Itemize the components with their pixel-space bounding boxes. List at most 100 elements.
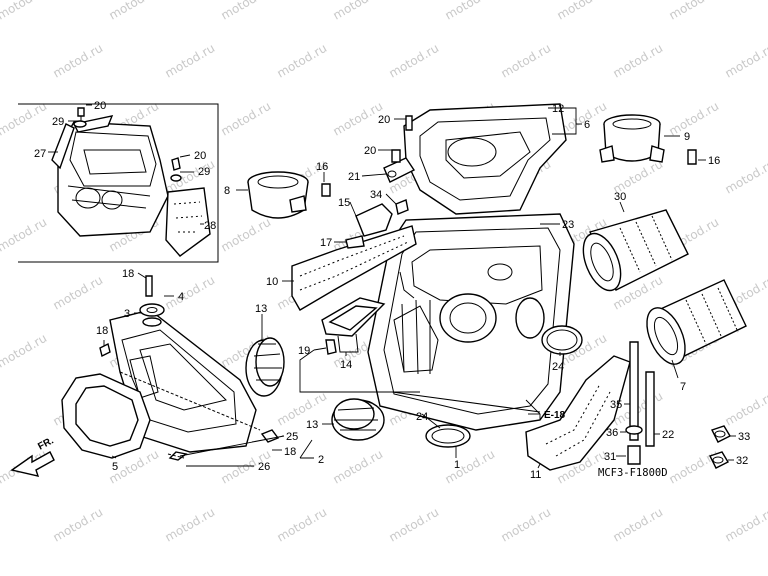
section-ref-label: E-18 [544,410,566,421]
watermark-text-19: motod.ru [443,0,498,23]
callout-c26: 26 [258,461,270,473]
watermark-text-33: motod.ru [331,99,386,139]
bracket-21-15 [345,157,416,249]
callout-c9: 9 [684,131,690,143]
callout-c12: 12 [552,103,564,115]
watermark-text-17: motod.ru [219,0,274,23]
callout-c15: 15 [338,197,350,209]
watermark-text-23: motod.ru [51,41,106,81]
bolt-18-mid [99,342,111,358]
leader-lines [48,104,736,469]
callout-c10: 10 [266,276,278,288]
watermark-text-47: motod.ru [219,215,274,255]
plug-31 [627,445,641,465]
callout-c29b: 29 [198,166,210,178]
watermark-text-83: motod.ru [51,505,106,545]
callout-c20b: 20 [194,150,206,162]
watermark-text-70: motod.ru [275,389,330,429]
callout-c18a: 18 [122,268,134,280]
filter-30 [582,209,689,292]
watermark-text-27: motod.ru [499,41,554,81]
callout-c24b: 24 [416,411,428,423]
watermark-text-44: motod.ru [723,157,768,197]
callout-c32: 32 [736,455,748,467]
callout-c5: 5 [112,461,118,473]
callout-c35: 35 [610,399,622,411]
grommet-4 [139,303,165,317]
watermark-text-30: motod.ru [0,99,49,139]
watermark-text-28: motod.ru [611,41,666,81]
bolt-19 [325,339,337,355]
watermark-text-79: motod.ru [443,447,498,487]
duct-11 [525,355,631,471]
callout-c8: 8 [224,185,230,197]
callout-c16a: 16 [316,161,328,173]
bolt-16-right [687,149,697,165]
watermark-text-32: motod.ru [219,99,274,139]
watermark-text-88: motod.ru [611,505,666,545]
callout-c13b: 13 [306,419,318,431]
watermark-text-60: motod.ru [0,331,49,371]
upper-housing-with-element [403,103,567,215]
tubes-35-22 [625,341,655,465]
watermark-text-89: motod.ru [723,505,768,545]
watermark-text-85: motod.ru [275,505,330,545]
callout-c30: 30 [614,191,626,203]
tube-13-upper [245,337,285,397]
callout-c23: 23 [562,219,574,231]
gasket-24 [425,325,583,448]
callout-c16b: 16 [708,155,720,167]
watermark-text-21: motod.ru [667,0,722,23]
callout-c17: 17 [320,237,332,249]
clamp-14 [321,297,386,353]
callout-c27: 27 [34,148,46,160]
callout-c11: 11 [530,469,541,481]
callout-c19: 19 [298,345,310,357]
inset-side-strip [51,123,75,170]
watermark-text-45: motod.ru [0,215,49,255]
callout-c25: 25 [286,431,298,443]
watermark-text-20: motod.ru [555,0,610,23]
callout-c20c: 20 [378,114,390,126]
callout-c18b: 18 [96,325,108,337]
callout-c4: 4 [178,291,184,303]
air-cleaner-case [367,213,575,431]
inset-air-cleaner-cover [51,115,169,237]
watermark-text-86: motod.ru [387,505,442,545]
watermark-text-74: motod.ru [723,389,768,429]
watermark-text-16: motod.ru [107,0,162,23]
callout-c14: 14 [340,359,352,371]
joint-9 [599,114,665,163]
callout-c36: 36 [606,427,618,439]
inset-frame [18,103,219,263]
inset-bolts [73,107,182,182]
callout-c33: 33 [738,431,750,443]
callout-c24a: 24 [552,361,564,373]
watermark-text-15: motod.ru [0,0,49,23]
small-bolts [321,115,413,355]
callout-c18c: 18 [284,446,296,458]
front-direction-arrow [10,451,55,477]
callout-c7: 7 [680,381,686,393]
watermark-text-24: motod.ru [163,41,218,81]
diagram-code-label: MCF3-F1800D [598,467,668,479]
watermark-text-25: motod.ru [275,41,330,81]
joint-8 [247,171,309,219]
callout-c21: 21 [348,171,360,183]
grommet-3 [142,317,162,327]
watermark-text-54: motod.ru [163,273,218,313]
tube-13-lower [331,398,385,441]
callout-c20d: 20 [364,145,376,157]
watermark-text-26: motod.ru [387,41,442,81]
callout-c3: 3 [124,308,130,320]
callout-c22: 22 [662,429,674,441]
filter-7 [646,279,747,365]
left-intake-seal [61,373,151,459]
watermark-text-87: motod.ru [499,505,554,545]
callout-c28: 28 [204,220,216,232]
front-direction-label: FR. [36,435,56,452]
watermark-text-81: motod.ru [667,447,722,487]
callout-c20a: 20 [94,100,106,112]
